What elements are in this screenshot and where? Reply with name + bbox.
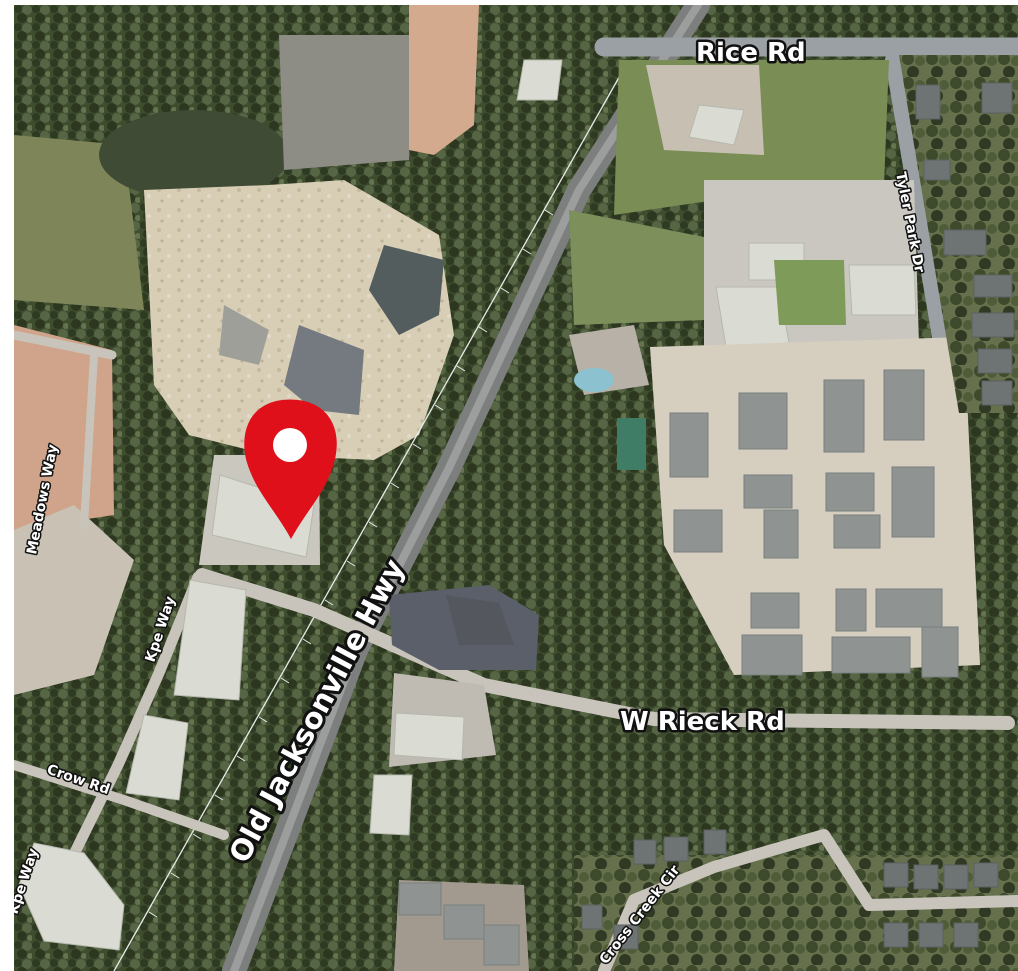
lot-west [14,505,134,695]
tennis-court [617,418,646,470]
satellite-map-canvas[interactable]: Rice Rd Tyler Park Dr Old Jacksonville H… [14,5,1018,971]
quarry-site [144,180,454,460]
map-graphics: Rice Rd Tyler Park Dr Old Jacksonville H… [14,5,1018,971]
field-east-highway [569,210,719,325]
apartments-south [398,882,520,966]
houses-south [581,829,999,950]
office-building-east [848,264,917,316]
commercial-building-south [393,712,465,761]
office-courtyard [774,260,846,325]
railroad-track [113,64,627,971]
pond [99,110,289,200]
building-southwest [18,842,125,951]
w-rieck-rd-label: W Rieck Rd [620,707,785,737]
building-north-corner [516,59,563,101]
location-pin-icon[interactable] [244,399,337,540]
stockpile-north [279,35,409,170]
rice-rd-label: Rice Rd [696,38,806,68]
apartment-buildings [669,369,959,678]
building-crow-rd [125,714,189,801]
gravel-pile-east [369,245,444,335]
gravel-pile-center [284,325,364,415]
meadows-way-branch[interactable] [80,351,98,529]
field-upper-west [14,135,144,310]
railroad-ties [148,209,554,918]
swimming-pool [574,368,614,392]
cross-creek-cir-road[interactable] [598,829,1018,971]
dirt-pile-northeast [409,5,479,155]
church-building [446,595,514,645]
material-pile-west [219,305,269,365]
building-rice-rd [688,104,745,146]
kpe-way-road[interactable] [38,571,204,921]
houses-east [915,82,1015,406]
building-kpe-way [173,579,247,701]
commercial-building-small [369,774,413,836]
crow-rd-road[interactable] [14,760,229,840]
